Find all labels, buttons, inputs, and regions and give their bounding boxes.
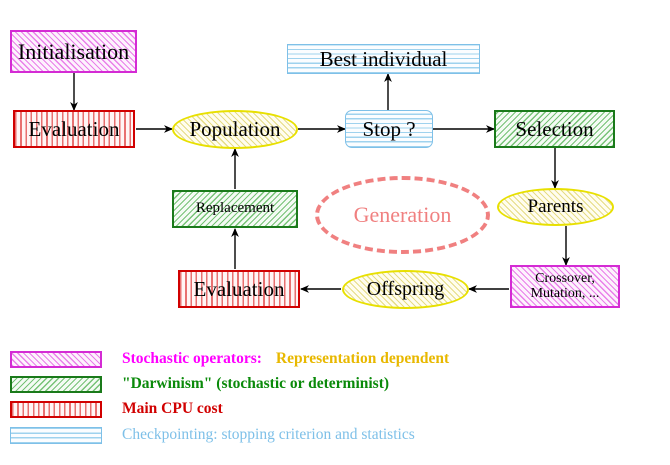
node-initialisation-label: Initialisation bbox=[17, 38, 130, 64]
node-stop[interactable]: Stop ? bbox=[345, 110, 433, 148]
node-population[interactable]: Population bbox=[172, 110, 298, 149]
node-parents[interactable]: Parents bbox=[497, 188, 614, 226]
legend-row: Main CPU cost bbox=[10, 398, 223, 420]
node-evaluation-bottom[interactable]: Evaluation bbox=[178, 270, 300, 308]
node-stop-label: Stop ? bbox=[362, 116, 416, 141]
node-best-individual[interactable]: Best individual bbox=[287, 44, 480, 74]
node-replacement-label: Replacement bbox=[195, 200, 275, 217]
legend-row: "Darwinism" (stochastic or determinist) bbox=[10, 373, 389, 395]
legend-swatch-darwinism bbox=[10, 375, 102, 393]
node-replacement[interactable]: Replacement bbox=[172, 190, 298, 228]
node-parents-label: Parents bbox=[527, 196, 584, 218]
legend-swatch-checkpointing bbox=[10, 426, 102, 444]
node-initialisation[interactable]: Initialisation bbox=[10, 30, 137, 73]
node-population-label: Population bbox=[189, 117, 281, 142]
node-generation-label: Generation bbox=[353, 202, 452, 227]
legend-label-stochastic-operators: Stochastic operators: bbox=[122, 350, 262, 367]
legend-label-representation-dependent: Representation dependent bbox=[275, 350, 450, 367]
node-selection-label: Selection bbox=[515, 116, 594, 141]
legend-label-darwinism: "Darwinism" (stochastic or determinist) bbox=[122, 375, 390, 392]
node-offspring[interactable]: Offspring bbox=[342, 270, 469, 309]
node-variation-label-line1: Crossover, bbox=[535, 270, 595, 286]
node-variation[interactable]: Crossover, Mutation, ... bbox=[510, 265, 620, 308]
legend-row: Stochastic operators: Representation dep… bbox=[10, 348, 449, 370]
node-selection[interactable]: Selection bbox=[494, 110, 615, 148]
legend-row: Checkpointing: stopping criterion and st… bbox=[10, 424, 415, 446]
node-variation-label-line2: Mutation, ... bbox=[530, 285, 600, 301]
node-evaluation-bottom-label: Evaluation bbox=[193, 276, 285, 301]
node-best-individual-label: Best individual bbox=[319, 46, 448, 71]
legend-label-main-cpu-cost: Main CPU cost bbox=[122, 400, 223, 417]
node-evaluation-top[interactable]: Evaluation bbox=[13, 110, 135, 148]
legend-label-checkpointing: Checkpointing: stopping criterion and st… bbox=[122, 426, 415, 443]
node-evaluation-top-label: Evaluation bbox=[28, 116, 120, 141]
legend-swatch-stochastic-operators bbox=[10, 350, 102, 368]
legend-swatch-main-cpu-cost bbox=[10, 400, 102, 418]
node-offspring-label: Offspring bbox=[366, 278, 445, 300]
node-generation: Generation bbox=[315, 176, 490, 254]
